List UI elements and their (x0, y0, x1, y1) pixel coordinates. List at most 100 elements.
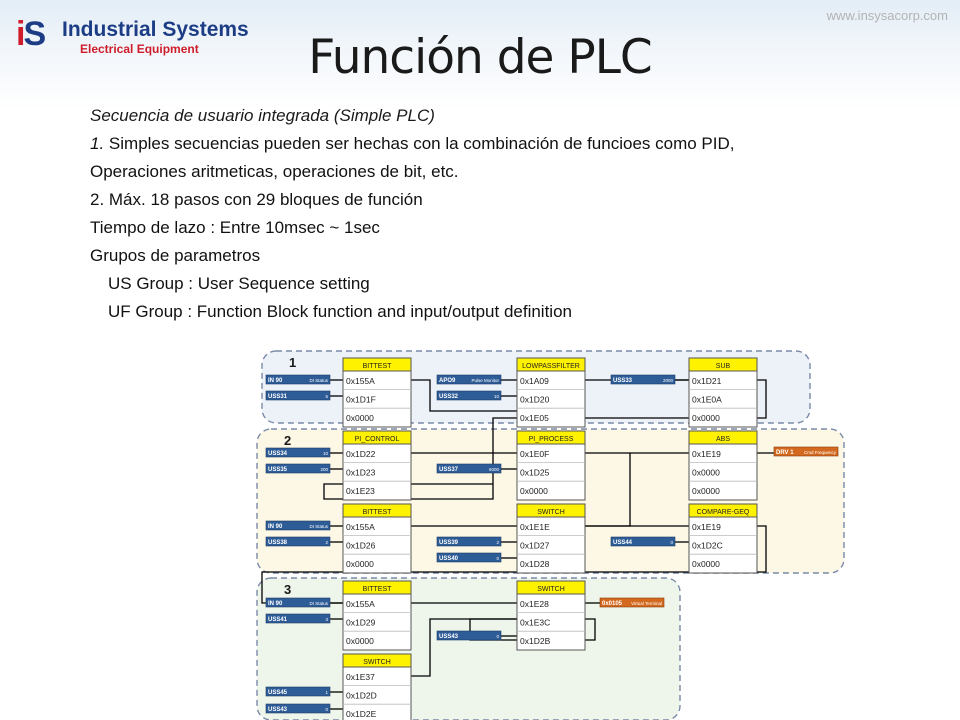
company-logo: iS Industrial Systems Electrical Equipme… (16, 12, 256, 62)
group-number-1: 1 (289, 355, 296, 370)
input-tag: USS44 0 (610, 536, 676, 547)
block-title: LOWPASSFILTER (522, 363, 580, 370)
block-param-row: 0x1E28 (520, 599, 549, 609)
block-param-row: 0x0000 (692, 413, 720, 423)
block-title: SUB (716, 363, 731, 370)
input-tag-desc: 0 (670, 540, 673, 545)
slide-title: Función de PLC (308, 30, 652, 85)
input-tag-body (265, 613, 331, 624)
output-tag-desc: Cmd Frequency (804, 450, 837, 455)
output-tag-name: 0x0105 (602, 601, 623, 607)
block-param-row: 0x0000 (692, 559, 720, 569)
block-param-row: 0x1D22 (346, 449, 376, 459)
input-tag-body (265, 703, 331, 714)
block-header (516, 580, 586, 595)
input-tag-name: USS44 (613, 540, 633, 546)
block-param-row: 0x1E1E (520, 522, 550, 532)
input-tag-name: IN 90 (268, 601, 283, 607)
connection-wire (411, 618, 517, 677)
block-param-row: 0x1D29 (346, 618, 376, 628)
block-header (688, 357, 758, 372)
connection-wire (323, 452, 494, 500)
block-header (688, 503, 758, 518)
block-param-row: 0x0000 (346, 636, 374, 646)
block-param-row: 0x1D28 (520, 559, 550, 569)
block-header (342, 580, 412, 595)
input-tag-body (436, 374, 502, 385)
parameter-groups-heading: Grupos de parametros (90, 246, 261, 265)
input-tag-name: USS41 (268, 617, 288, 623)
block-param-row: 0x1E37 (346, 672, 375, 682)
block-param-row: 0x1D25 (520, 468, 550, 478)
block-param-row: 0x1A09 (520, 376, 549, 386)
block-param-row: 0x1E0F (520, 449, 549, 459)
connection-wire (492, 379, 767, 454)
block-param-row: 0x1D21 (692, 376, 722, 386)
input-tag-body (265, 686, 331, 697)
block-title: BITTEST (363, 586, 393, 593)
output-tag-body (773, 446, 839, 457)
block-title: SWITCH (537, 509, 565, 516)
block-param-row: 0x1D2D (346, 691, 377, 701)
block-param-row: 0x1E23 (346, 486, 375, 496)
block-title: COMPARE-GEQ (697, 509, 750, 516)
function-block-bittest: BITTEST 0x155A 0x1D29 0x0000 (342, 580, 412, 651)
connection-wire (411, 379, 517, 412)
function-block-pi-process: PI_PROCESS 0x1E0F 0x1D25 0x0000 (516, 430, 586, 501)
input-tag-name: USS33 (613, 378, 633, 384)
block-param-row: 0x1E19 (692, 522, 721, 532)
block-param-row: 0x0000 (346, 413, 374, 423)
block-header (342, 357, 412, 372)
input-tag-body (610, 536, 676, 547)
slide-body: Secuencia de usuario integrada (Simple P… (90, 104, 950, 326)
input-tag-name: APO9 (439, 378, 456, 384)
input-tag-body (436, 630, 502, 641)
section-subtitle: Secuencia de usuario integrada (Simple P… (90, 106, 435, 125)
logo-mark: iS (16, 15, 46, 53)
input-tag-name: USS34 (268, 451, 288, 457)
block-header (516, 430, 586, 445)
block-param-row: 0x0000 (520, 486, 548, 496)
input-tag-name: IN 90 (268, 524, 283, 530)
output-tag-body (599, 597, 665, 608)
block-title: BITTEST (363, 363, 393, 370)
block-param-row: 0x1D27 (520, 541, 550, 551)
block-title: PI_PROCESS (529, 436, 574, 443)
output-tag-name: DRV 1 (776, 450, 794, 456)
input-tag-desc: 200 (320, 467, 328, 472)
list-item-1-continued: Operaciones aritmeticas, operaciones de … (90, 162, 459, 181)
function-block-switch: SWITCH 0x1E1E 0x1D27 0x1D28 (516, 503, 586, 574)
block-param-row: 0x0000 (346, 559, 374, 569)
list-item-2: 2. Máx. 18 pasos con 29 bloques de funci… (90, 190, 423, 209)
block-param-row: 0x1D26 (346, 541, 376, 551)
block-header (342, 653, 412, 668)
input-tag-desc: 2 (496, 540, 499, 545)
group-number-3: 3 (284, 582, 291, 597)
block-param-row: 0x1E05 (520, 413, 549, 423)
block-param-row: 0x1D2E (346, 709, 377, 719)
input-tag-body (436, 463, 502, 474)
block-param-row: 0x155A (346, 599, 375, 609)
input-tag-body (265, 447, 331, 458)
